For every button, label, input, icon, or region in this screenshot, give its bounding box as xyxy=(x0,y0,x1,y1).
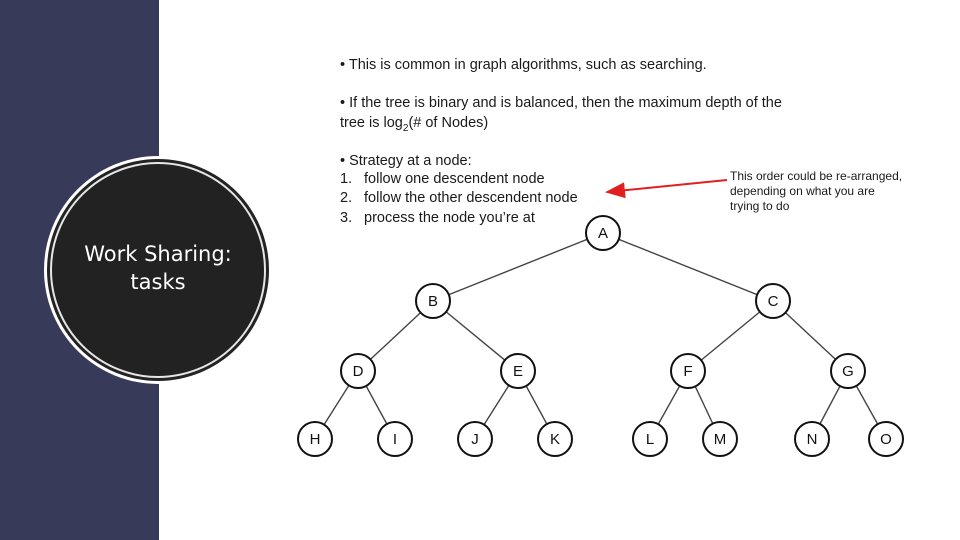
slide-title-line2: tasks xyxy=(130,270,186,294)
tree-edge-C-F xyxy=(687,300,774,372)
tree-node-M: M xyxy=(702,421,738,457)
tree-node-H: H xyxy=(297,421,333,457)
tree-node-label-J: J xyxy=(471,431,479,448)
tree-node-circle-L xyxy=(632,421,668,457)
tree-node-circle-K xyxy=(537,421,573,457)
tree-node-G: G xyxy=(830,353,866,389)
bullet-balanced-line2: tree is log2(# of Nodes) xyxy=(340,113,488,139)
step-1-text: follow one descendent node xyxy=(364,171,545,187)
step-2-number: 2. xyxy=(340,190,353,206)
tree-node-label-O: O xyxy=(880,431,892,448)
tree-node-label-F: F xyxy=(683,363,692,380)
tree-node-label-M: M xyxy=(714,431,727,448)
tree-node-label-E: E xyxy=(513,363,523,380)
tree-node-circle-J xyxy=(457,421,493,457)
tree-node-circle-H xyxy=(297,421,333,457)
tree-edge-A-B xyxy=(432,232,604,302)
tree-node-label-B: B xyxy=(428,293,438,310)
tree-node-circle-B xyxy=(415,283,451,319)
tree-node-C: C xyxy=(755,283,791,319)
tree-node-L: L xyxy=(632,421,668,457)
tree-node-label-C: C xyxy=(768,293,779,310)
tree-edge-A-C xyxy=(602,232,774,302)
step-3-number: 3. xyxy=(340,210,353,226)
annotation-arrow xyxy=(605,179,728,199)
tree-edge-B-E xyxy=(432,300,519,372)
tree-node-circle-E xyxy=(500,353,536,389)
step-1: 1. follow one descendent node xyxy=(340,171,545,187)
tree-node-label-G: G xyxy=(842,363,854,380)
tree-node-label-K: K xyxy=(550,431,560,448)
step-2: 2. follow the other descendent node xyxy=(340,190,578,206)
tree-node-circle-O xyxy=(868,421,904,457)
step-3-text: process the node you’re at xyxy=(364,210,535,226)
tree-node-B: B xyxy=(415,283,451,319)
bullet-graph-algorithms: • This is common in graph algorithms, su… xyxy=(340,57,707,73)
annotation-note: This order could be re-arranged, dependi… xyxy=(730,169,903,213)
tree-node-circle-F xyxy=(670,353,706,389)
step-2-text: follow the other descendent node xyxy=(364,190,578,206)
tree-node-circle-D xyxy=(340,353,376,389)
tree-node-circle-N xyxy=(794,421,830,457)
tree-node-D: D xyxy=(340,353,376,389)
slide-title-line1: Work Sharing: xyxy=(84,242,232,266)
nodes-text: (# of Nodes) xyxy=(408,115,489,131)
tree-node-circle-C xyxy=(755,283,791,319)
tree-node-label-N: N xyxy=(807,431,818,448)
bullet-balanced-line1: • If the tree is binary and is balanced,… xyxy=(340,95,782,111)
tree-node-N: N xyxy=(794,421,830,457)
log-subscript: 2 xyxy=(402,122,409,134)
tree-node-F: F xyxy=(670,353,706,389)
step-3: 3. process the node you’re at xyxy=(340,210,535,226)
tree-node-J: J xyxy=(457,421,493,457)
tree-node-E: E xyxy=(500,353,536,389)
log-text: tree is log xyxy=(340,115,403,131)
tree-node-circle-M xyxy=(702,421,738,457)
tree-node-label-I: I xyxy=(393,431,397,448)
bullet-strategy: • Strategy at a node: xyxy=(340,153,472,169)
title-circle xyxy=(50,162,266,378)
tree-node-label-A: A xyxy=(598,225,608,242)
tree-node-I: I xyxy=(377,421,413,457)
tree-node-K: K xyxy=(537,421,573,457)
tree-node-label-D: D xyxy=(353,363,364,380)
tree-node-label-H: H xyxy=(310,431,321,448)
tree-node-circle-A xyxy=(585,215,621,251)
tree-node-circle-G xyxy=(830,353,866,389)
tree-node-O: O xyxy=(868,421,904,457)
tree-node-label-L: L xyxy=(646,431,654,448)
step-1-number: 1. xyxy=(340,171,353,187)
tree-node-A: A xyxy=(585,215,621,251)
slide-title: Work Sharing: tasks xyxy=(50,240,266,296)
tree-node-circle-I xyxy=(377,421,413,457)
